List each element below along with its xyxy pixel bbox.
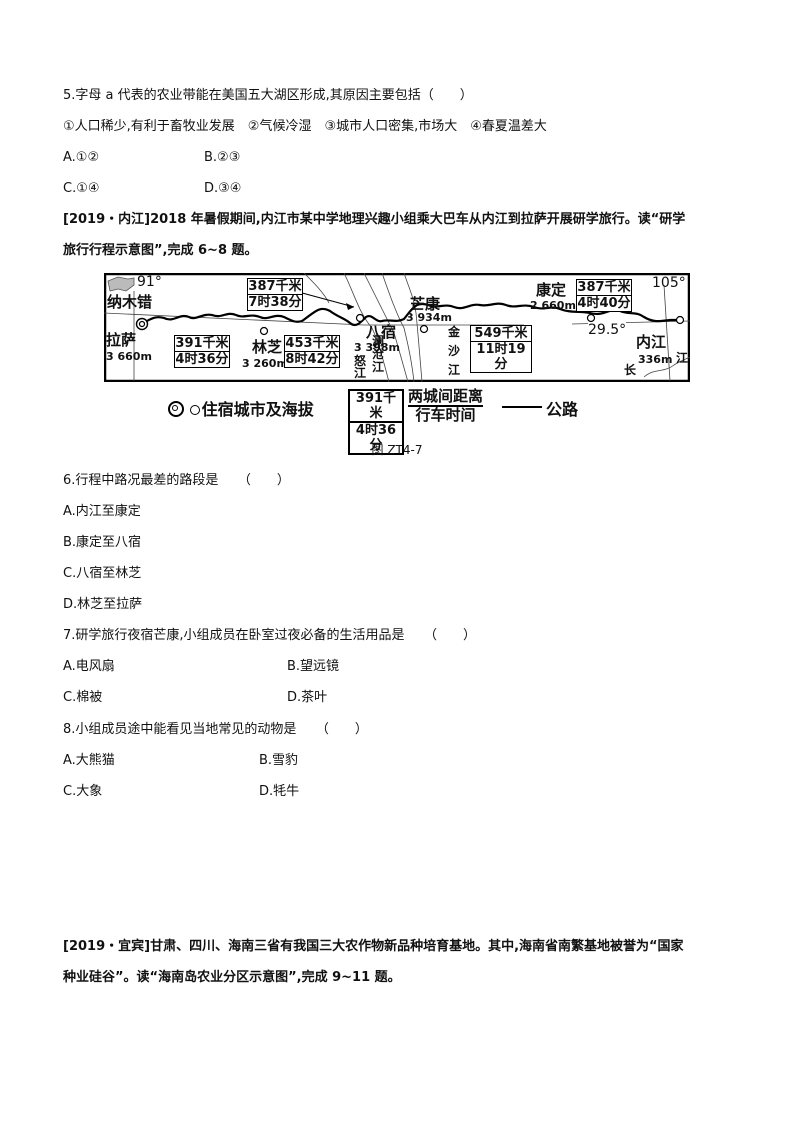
segment-lhasa-nyingchi: 391千米 4时36分: [174, 335, 230, 368]
city-nyingchi-name: 林芝: [252, 338, 283, 356]
q7-option-d[interactable]: D.茶叶: [287, 690, 328, 705]
segment-nyingchi-baxoi: 453千米 8时42分: [284, 335, 340, 368]
segment-kangding-neijiang: 387千米 4时40分: [576, 279, 632, 312]
q6-option-c[interactable]: C.八宿至林芝: [63, 566, 142, 581]
road-line-icon: [502, 406, 542, 408]
segment-distance: 387千米: [248, 279, 302, 295]
longitude-105-label: 105°: [652, 275, 686, 291]
intro-9-11-line1: [2019・宜宾]甘肃、四川、海南三省有我国三大农作物新品种培育基地。其中,海南…: [63, 939, 684, 954]
river-nujiang-label: 怒江: [354, 354, 367, 380]
segment-baxoi-markam: 387千米 7时38分: [247, 278, 303, 311]
city-markam-name: 芒康: [410, 295, 441, 313]
q8-stem: 8.小组成员途中能看见当地常见的动物是 （ ）: [63, 722, 368, 737]
figure-caption: 图 ZT4-7: [371, 443, 423, 457]
travel-route-map: 91° 105° 29.5° 纳木错 拉萨 3 660m 林芝 3 260m 八…: [103, 272, 691, 383]
q5-option-a[interactable]: A.①②: [63, 150, 100, 165]
segment-distance: 387千米: [577, 280, 631, 296]
segment-time: 7时38分: [248, 295, 302, 310]
q5-option-c[interactable]: C.①④: [63, 181, 100, 196]
q8-option-b[interactable]: B.雪豹: [259, 753, 299, 768]
city-neijiang-altitude: 336m: [638, 353, 673, 366]
legend-road: 公路: [546, 400, 579, 419]
q6-option-d[interactable]: D.林芝至拉萨: [63, 597, 143, 612]
q7-option-a[interactable]: A.电风扇: [63, 659, 115, 674]
segment-time: 4时40分: [577, 296, 631, 311]
river-changjiang-label-1: 长: [624, 363, 637, 377]
segment-distance: 391千米: [175, 336, 229, 352]
q6-option-b[interactable]: B.康定至八宿: [63, 535, 142, 550]
city-baxoi-name: 八宿: [366, 323, 397, 341]
circle-icon: [189, 405, 200, 415]
segment-time: 4时36分: [175, 352, 229, 367]
city-nyingchi-icon: [259, 326, 269, 336]
q7-stem: 7.研学旅行夜宿芒康,小组成员在卧室过夜必备的生活用品是 （ ）: [63, 628, 477, 643]
q8-option-d[interactable]: D.牦牛: [259, 784, 300, 799]
q6-stem: 6.行程中路况最差的路段是 （ ）: [63, 473, 290, 488]
city-nyingchi-altitude: 3 260m: [242, 357, 288, 370]
city-lhasa-name: 拉萨: [106, 331, 137, 349]
segment-markam-kangding: 549千米 11时19分: [470, 325, 532, 373]
q5-option-b[interactable]: B.②③: [204, 150, 241, 165]
q6-option-a[interactable]: A.内江至康定: [63, 504, 141, 519]
longitude-91-label: 91°: [137, 274, 162, 290]
legend-segment-explanation: 两城间距离 行车时间: [408, 387, 484, 424]
q8-option-c[interactable]: C.大象: [63, 784, 103, 799]
q5-statements: ①人口稀少,有利于畜牧业发展 ②气候冷湿 ③城市人口密集,市场大 ④春夏温差大: [63, 119, 547, 134]
intro-9-11-line2: 种业硅谷”。读“海南岛农业分区示意图”,完成 9~11 题。: [63, 970, 401, 985]
q7-option-c[interactable]: C.棉被: [63, 690, 103, 705]
city-lhasa-altitude: 3 660m: [106, 350, 152, 363]
river-lancang-label: 澜沧江: [372, 334, 385, 374]
segment-time: 8时42分: [285, 352, 339, 367]
q7-option-b[interactable]: B.望远镜: [287, 659, 340, 674]
latitude-label: 29.5°: [588, 322, 627, 338]
city-kangding-name: 康定: [536, 281, 567, 299]
river-jinsha-label: 金沙江: [448, 325, 461, 377]
legend-segment-box: 391千米 4时36分: [348, 389, 404, 455]
city-baxoi-icon: [355, 313, 365, 323]
intro-6-8-line2: 旅行行程示意图”,完成 6~8 题。: [63, 243, 258, 258]
city-markam-altitude: 3 934m: [406, 311, 452, 324]
city-markam-icon: [419, 324, 429, 334]
city-neijiang-icon: [675, 315, 685, 325]
q5-stem: 5.字母 a 代表的农业带能在美国五大湖区形成,其原因主要包括（ ）: [63, 88, 473, 103]
city-kangding-altitude: 2 660m: [530, 299, 576, 312]
segment-time: 11时19分: [476, 342, 526, 372]
city-neijiang-name: 内江: [636, 333, 667, 351]
legend-cities: 住宿城市及海拔: [168, 396, 314, 420]
segment-distance: 549千米: [471, 326, 531, 342]
intro-6-8-line1: [2019・内江]2018 年暑假期间,内江市某中学地理兴趣小组乘大巴车从内江到…: [63, 212, 686, 227]
river-changjiang-label-2: 江: [676, 351, 689, 365]
q8-option-a[interactable]: A.大熊猫: [63, 753, 115, 768]
double-circle-icon: [168, 401, 184, 417]
segment-distance: 453千米: [285, 336, 339, 352]
lake-label: 纳木错: [107, 293, 153, 311]
q5-option-d[interactable]: D.③④: [204, 181, 242, 196]
city-kangding-icon: [586, 313, 596, 323]
city-baxoi-altitude: 3 398m: [354, 341, 400, 354]
lake-icon: [107, 276, 135, 292]
map-legend: 住宿城市及海拔 391千米 4时36分 两城间距离 行车时间 公路: [160, 386, 640, 455]
